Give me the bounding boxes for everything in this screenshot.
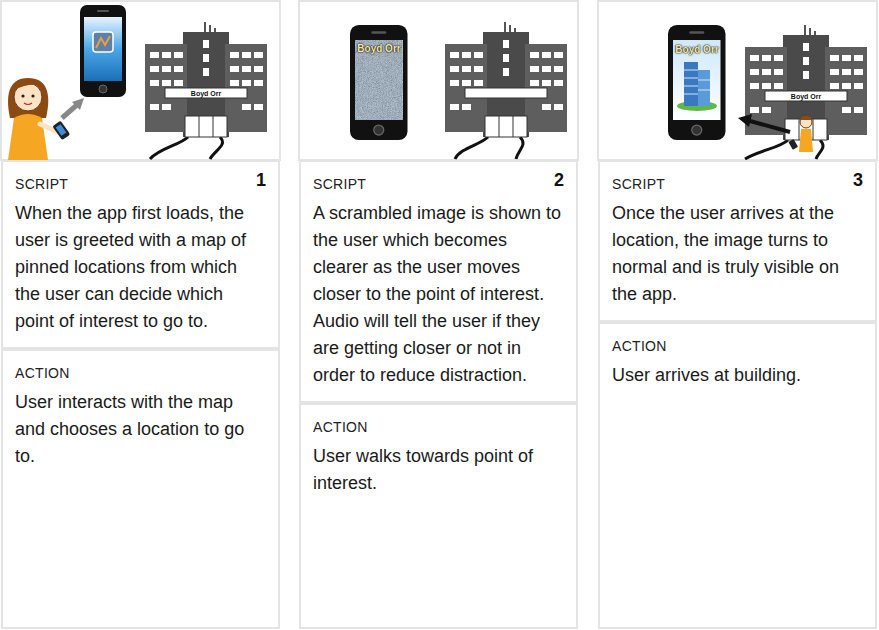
- action-cell: ACTION User walks towards point of intere…: [299, 403, 578, 629]
- panel-number: 2: [554, 170, 564, 191]
- cell-text: A scrambled image is shown to the user w…: [313, 200, 564, 389]
- panel-number: 1: [256, 170, 266, 191]
- cell-text: User interacts with the map and chooses …: [15, 389, 266, 470]
- cell-heading: SCRIPT: [15, 176, 266, 192]
- cell-text: User walks towards point of interest.: [313, 443, 564, 497]
- panel-number: 3: [853, 170, 863, 191]
- building-sign: Boyd Orr: [191, 90, 221, 97]
- building-sign: Boyd Orr: [791, 93, 821, 100]
- script-cell: SCRIPT3Once the user arrives at the loca…: [598, 160, 877, 322]
- cell-text: Once the user arrives at the location, t…: [612, 200, 863, 308]
- cell-text: User arrives at building.: [612, 362, 863, 389]
- cell-heading: ACTION: [612, 338, 863, 354]
- action-cell: ACTION User arrives at building.: [598, 322, 877, 629]
- app-screen-title: Boyd Orr: [357, 43, 400, 54]
- script-cell: SCRIPT2 A scrambled image is shown to the…: [299, 160, 578, 403]
- cell-heading: ACTION: [15, 365, 266, 381]
- cell-text: When the app first loads, the user is gr…: [15, 200, 266, 335]
- app-screen-title: Boyd Orr: [675, 44, 718, 55]
- action-cell: ACTION User interacts with the map and ch…: [1, 349, 280, 629]
- cell-heading: SCRIPT: [313, 176, 564, 192]
- cell-heading: ACTION: [313, 419, 564, 435]
- cell-heading: SCRIPT: [612, 176, 863, 192]
- script-cell: SCRIPT1When the app first loads, the use…: [1, 160, 280, 349]
